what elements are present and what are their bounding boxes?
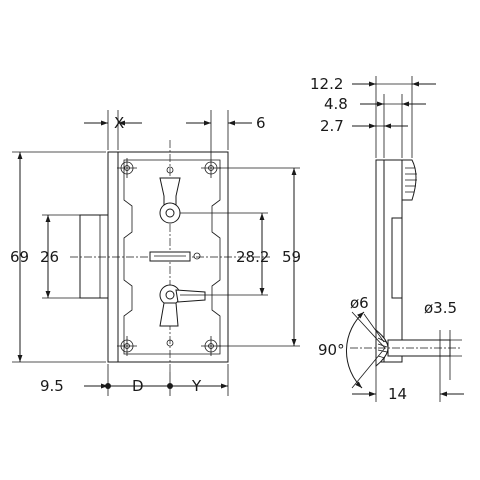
mounting-hole-top-left [117, 158, 137, 178]
dim-69: 69 [10, 248, 29, 266]
cylinder-housing [79, 214, 109, 299]
dim-26: 26 [40, 248, 59, 266]
small-hole-top [166, 166, 174, 174]
front-view [70, 140, 270, 372]
latch-slot [149, 251, 201, 262]
side-cylinder [391, 217, 403, 299]
dim-59: 59 [282, 248, 301, 266]
lower-keyhole-lever [159, 284, 206, 327]
dim-9-5: 9.5 [40, 377, 64, 395]
dim-d: D [132, 377, 144, 395]
upper-keyhole-lever [159, 177, 181, 224]
dim-28-2: 28.2 [236, 248, 269, 266]
dim-2-7: 2.7 [320, 117, 344, 135]
side-view [350, 159, 462, 368]
dim-x: X [114, 114, 124, 132]
side-dimensions [345, 76, 464, 402]
front-dimensions [12, 110, 300, 396]
mounting-hole-bottom-right [201, 336, 221, 356]
dim-6: 6 [256, 114, 266, 132]
mounting-hole-top-right [201, 158, 221, 178]
dim-dia-6: ø6 [350, 294, 369, 312]
dim-12-2: 12.2 [310, 75, 343, 93]
lock-body-inner [123, 159, 221, 355]
small-hole-bottom [166, 339, 174, 347]
dim-14: 14 [388, 385, 407, 403]
mounting-hole-bottom-left [117, 336, 137, 356]
dim-y: Y [191, 377, 202, 395]
dim-dia-3-5: ø3.5 [424, 299, 457, 317]
dim-4-8: 4.8 [324, 95, 348, 113]
dim-angle-90: 90° [318, 341, 345, 359]
